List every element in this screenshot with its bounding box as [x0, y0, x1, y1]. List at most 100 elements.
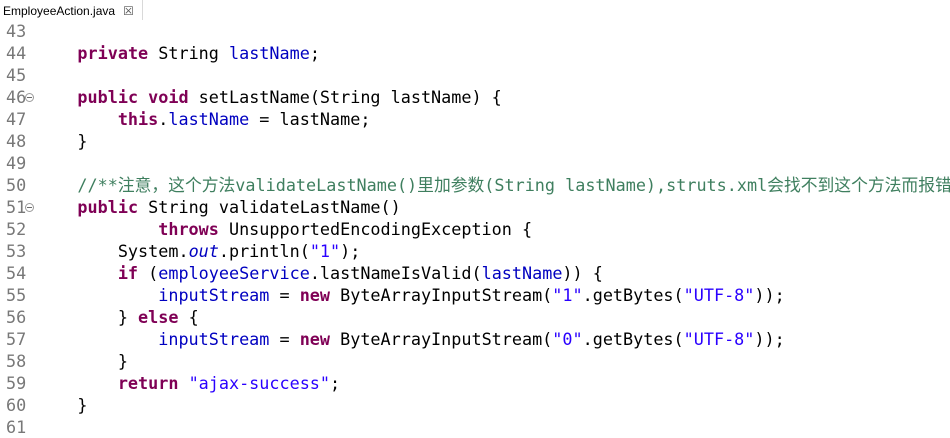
line-number: 50	[6, 175, 27, 195]
code-token	[37, 329, 158, 349]
code-token: "0"	[552, 329, 583, 349]
code-token: "1"	[552, 285, 583, 305]
code-token: =	[269, 329, 300, 349]
code-line[interactable]: 44 private String lastName;	[0, 42, 950, 64]
code-token: lastName	[228, 43, 310, 63]
code-token: );	[340, 241, 361, 261]
code-line[interactable]: 52 throws UnsupportedEncodingException {	[0, 218, 950, 240]
code-line[interactable]: 49	[0, 152, 950, 174]
code-token: UnsupportedEncodingException {	[218, 219, 533, 239]
fold-collapse-icon[interactable]	[25, 93, 34, 102]
code-line[interactable]: 51 public String validateLastName()	[0, 196, 950, 218]
code-token: System.	[37, 241, 189, 261]
code-token	[37, 43, 77, 63]
code-line[interactable]: 60 }	[0, 394, 950, 416]
code-line[interactable]: 58 }	[0, 350, 950, 372]
code-token: out	[188, 241, 219, 261]
line-number: 59	[6, 373, 27, 393]
code-line[interactable]: 47 this.lastName = lastName;	[0, 108, 950, 130]
line-number: 60	[6, 395, 27, 415]
code-token: ByteArrayInputStream(	[330, 329, 553, 349]
code-token: .getBytes(	[582, 285, 684, 305]
code-token: {	[178, 307, 199, 327]
line-number: 43	[6, 21, 27, 41]
editor-tab-bar: EmployeeAction.java ☒	[0, 0, 950, 22]
code-token: ByteArrayInputStream(	[330, 285, 553, 305]
code-token: throws	[158, 219, 219, 239]
code-line[interactable]: 46 public void setLastName(String lastNa…	[0, 86, 950, 108]
code-token: public	[77, 87, 139, 107]
line-number: 54	[6, 263, 27, 283]
code-token: "ajax-success"	[188, 373, 331, 393]
code-line[interactable]: 57 inputStream = new ByteArrayInputStrea…	[0, 328, 950, 350]
code-token: inputStream	[158, 329, 270, 349]
code-token: "UTF-8"	[683, 285, 755, 305]
code-token	[37, 263, 118, 283]
code-token: String	[148, 43, 229, 63]
code-text: }	[37, 350, 128, 372]
code-token: "UTF-8"	[683, 329, 755, 349]
line-number: 61	[6, 417, 27, 437]
code-token: ));	[754, 329, 785, 349]
code-token: (	[138, 263, 159, 283]
line-number: 44	[6, 43, 27, 63]
code-token: }	[37, 131, 88, 151]
tab-employee-action-java[interactable]: EmployeeAction.java ☒	[0, 0, 143, 22]
line-number: 56	[6, 307, 27, 327]
code-token: }	[37, 307, 139, 327]
code-token: .getBytes(	[582, 329, 684, 349]
code-line[interactable]: 59 return "ajax-success";	[0, 372, 950, 394]
code-line[interactable]: 54 if (employeeService.lastNameIsValid(l…	[0, 262, 950, 284]
line-number: 49	[6, 153, 27, 173]
code-token	[178, 373, 188, 393]
line-number: 55	[6, 285, 27, 305]
code-text: //**注意，这个方法validateLastName()里加参数(String…	[37, 174, 950, 196]
code-line[interactable]: 48 }	[0, 130, 950, 152]
code-token	[37, 219, 158, 239]
code-token: .lastNameIsValid(	[309, 263, 482, 283]
code-line[interactable]: 61	[0, 416, 950, 438]
code-token: ;	[330, 373, 341, 393]
code-token: private	[77, 43, 149, 63]
code-token	[37, 285, 158, 305]
code-token: inputStream	[158, 285, 270, 305]
code-token: ));	[754, 285, 785, 305]
code-token: employeeService	[158, 263, 310, 283]
code-text: System.out.println("1");	[37, 240, 361, 262]
code-token: }	[37, 395, 88, 415]
code-token	[37, 87, 77, 107]
code-token	[138, 87, 148, 107]
code-text: } else {	[37, 306, 199, 328]
code-token: setLastName(String lastName) {	[188, 87, 502, 107]
code-text: public void setLastName(String lastName)…	[37, 86, 502, 108]
code-line[interactable]: 55 inputStream = new ByteArrayInputStrea…	[0, 284, 950, 306]
code-token: }	[37, 351, 128, 371]
close-icon[interactable]: ☒	[123, 4, 134, 18]
code-text: throws UnsupportedEncodingException {	[37, 218, 532, 240]
code-line[interactable]: 43	[0, 20, 950, 42]
line-number: 46	[6, 87, 27, 107]
code-line[interactable]: 45	[0, 64, 950, 86]
code-token: )) {	[562, 263, 603, 283]
code-line[interactable]: 56 } else {	[0, 306, 950, 328]
code-token: String validateLastName()	[138, 197, 401, 217]
code-text: }	[37, 394, 88, 416]
code-token: if	[117, 263, 139, 283]
code-text: private String lastName;	[37, 42, 320, 64]
code-token: .println(	[218, 241, 310, 261]
code-text: }	[37, 130, 88, 152]
code-token: this	[117, 109, 159, 129]
code-token: new	[299, 329, 331, 349]
line-number: 53	[6, 241, 27, 261]
code-token: else	[138, 307, 179, 327]
code-token: =	[269, 285, 300, 305]
code-token: "1"	[309, 241, 341, 261]
code-token	[37, 175, 77, 195]
code-token: public	[77, 197, 139, 217]
code-token: lastName	[168, 109, 250, 129]
code-line[interactable]: 50 //**注意，这个方法validateLastName()里加参数(Str…	[0, 174, 950, 196]
code-text: public String validateLastName()	[37, 196, 401, 218]
fold-collapse-icon[interactable]	[25, 203, 34, 212]
code-line[interactable]: 53 System.out.println("1");	[0, 240, 950, 262]
